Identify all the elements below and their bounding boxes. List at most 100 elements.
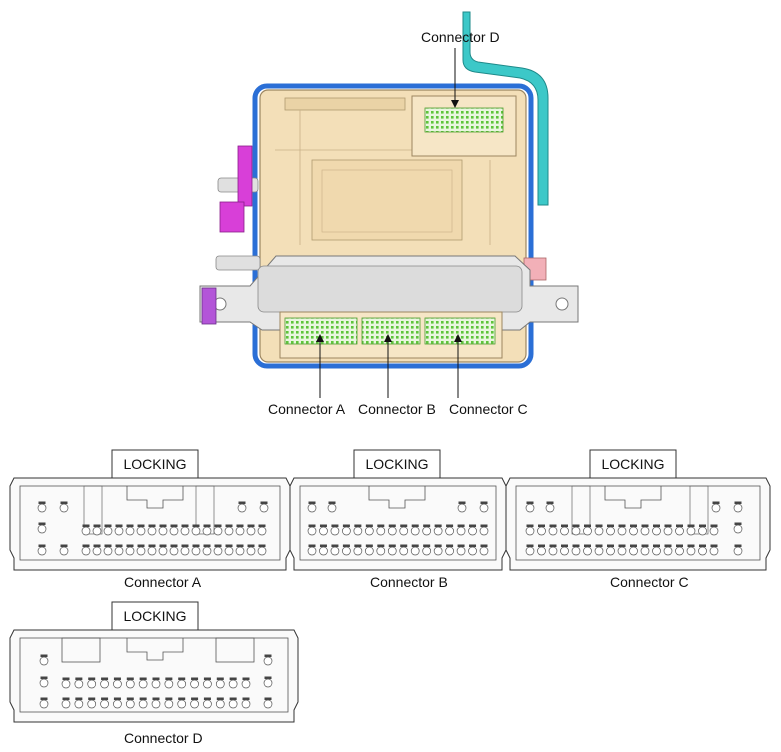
connector-a-face-pin-latch (181, 524, 189, 527)
connector-c-face-pin-latch (538, 544, 545, 547)
connector-d-face-pin (263, 656, 273, 666)
connector-c-face-pin (733, 503, 743, 513)
connector-c-face-pin (606, 526, 615, 536)
connector-b-face-pin-latch (365, 524, 373, 527)
connector-a-face-pin-latch (203, 544, 211, 547)
connector-b-face-pin (330, 546, 340, 556)
connector-c-face-pin-latch (549, 544, 557, 547)
connector-d-face-pin (125, 679, 135, 689)
connector-c-face-pin (663, 546, 673, 556)
connector-a-face-pin-latch (203, 524, 211, 527)
connector-d-face-inner (19, 637, 289, 713)
connector-a-face-pin (191, 546, 201, 556)
bracket-face (257, 265, 523, 313)
connector-d-face-pin (190, 699, 199, 709)
connector-c-face-pin (733, 546, 743, 556)
connector-a-face-pin (59, 546, 69, 556)
connector-a-face-pin (158, 526, 168, 536)
pinout-caption-connector-a: Connector A (124, 574, 202, 590)
connector-a-face-pin (147, 546, 157, 556)
connector-b-face-pin-latch (388, 544, 396, 547)
connector-a-face-pin-latch (258, 544, 266, 547)
connector-d-face-body (9, 629, 299, 723)
connector-c-face-pin-latch (595, 544, 603, 547)
connector-d-face-pin (39, 678, 49, 688)
connector-d-face-pin (203, 699, 212, 709)
housing-panel-inner (321, 169, 453, 233)
connector-b-face-pin-latch (411, 524, 419, 527)
connector-d-face-locking-tab (111, 601, 199, 631)
connector-a-face-pin (37, 524, 47, 534)
connector-b-face-pin (468, 546, 477, 556)
connector-c-face-pin (548, 546, 558, 556)
connector-c-face-pin-latch (572, 524, 580, 527)
connector-a-face-pin (213, 546, 223, 556)
connector-b-face-pin (364, 526, 374, 536)
connector-b-face-pin (376, 546, 386, 556)
connector-a-face-pin-latch (104, 544, 112, 547)
connector-c-face-pin-latch (526, 501, 534, 504)
connector-a-face-pin (202, 546, 212, 556)
connector-c-face-pin-latch (734, 501, 742, 504)
connector-a-face-pin (246, 546, 256, 556)
connector-b-face-pin (342, 546, 351, 556)
connector-c-face-pin (629, 526, 638, 536)
connector-c-face-pin-latch (653, 544, 660, 547)
connector-d-face-pin-latch (75, 697, 83, 700)
connector-a-face-pin-latch (82, 544, 90, 547)
connector-a-face-pin (235, 546, 245, 556)
connector-b-face-pin (376, 526, 386, 536)
magenta-connector-lower (201, 287, 217, 325)
connector-d-face-pin (74, 679, 84, 689)
connector-d-face-pin (203, 679, 212, 689)
pinout-caption-connector-d: Connector D (124, 730, 203, 746)
connector-a-face-pin (257, 546, 267, 556)
connector-c-face-pin-latch (561, 544, 568, 547)
connector-a-face-pin (257, 526, 267, 536)
connector-a-face-pin-latch (38, 501, 46, 504)
connector-c-face-pin (733, 524, 743, 534)
connector-b-face-pin-latch (308, 524, 316, 527)
connector-b-face-pin-latch (457, 544, 465, 547)
connector-d-face-pin-latch (264, 676, 272, 679)
connector-b-face-pin (479, 546, 489, 556)
cyan-harness (462, 11, 549, 206)
connector-b-face-pin (433, 526, 443, 536)
connector-b-face-pin-latch (308, 544, 316, 547)
connector-d-face-pin (100, 699, 109, 709)
connector-d-face-pin (190, 679, 199, 689)
connector-b-face-pin-latch (342, 524, 350, 527)
connector-a-face-pin (259, 503, 269, 513)
connector-a-face-pin (169, 526, 179, 536)
connector-c-face-pin-latch (687, 544, 695, 547)
connector-b-face-pin (330, 526, 340, 536)
connector-d-face-latch-slot (126, 638, 184, 661)
connector-b-face-pin-latch (377, 544, 385, 547)
connector-b-face-pin-latch (377, 524, 385, 527)
pinout-caption-connector-c: Connector C (610, 574, 689, 590)
connector-c-face-pin (686, 526, 696, 536)
connector-b-face-pin-latch (388, 524, 396, 527)
connector-d-face-pin-latch (242, 697, 250, 700)
connector-b-face-pin-latch (411, 544, 419, 547)
connector-c-face-pin (709, 546, 719, 556)
connector-a-face-locking-label: LOCKING (123, 456, 186, 472)
connector-c-face-pin (571, 546, 581, 556)
connector-a-face-pin (169, 546, 179, 556)
connector-d-face-pin-latch (62, 697, 70, 700)
connector-d-face-pin (87, 699, 97, 709)
connector-b-face-pin (327, 503, 337, 513)
connector-b-face-pin-latch (400, 524, 408, 527)
connector-a-face-pin-latch (247, 544, 255, 547)
connector-c-face-pin-latch (653, 524, 660, 527)
connector-b-face-pin-latch (331, 544, 339, 547)
connector-c-face-pin (583, 526, 592, 536)
connector-c-face-pin-latch (526, 524, 534, 527)
connector-c-face-slot (689, 485, 709, 535)
connector-c-face-pin-latch (687, 524, 695, 527)
connector-c-face-latch-slot (604, 486, 662, 509)
connector-a-face-pin (136, 526, 146, 536)
connector-c-face-pin-latch (584, 544, 591, 547)
connector-c-face-pin (686, 546, 696, 556)
